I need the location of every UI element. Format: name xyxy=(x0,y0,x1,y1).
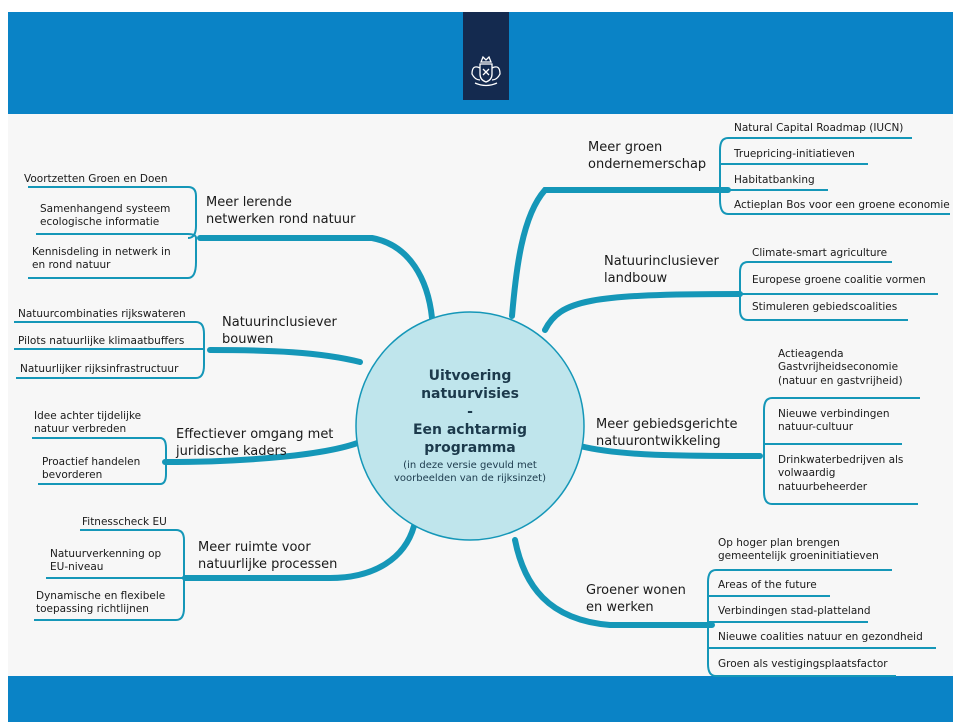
branch-line-5 xyxy=(509,187,731,319)
leaf-3-1: Idee achter tijdelijke natuur verbreden xyxy=(34,410,142,436)
leaf-8-2: Areas of the future xyxy=(718,579,817,591)
leaf-6-3: Stimuleren gebiedscoalities xyxy=(752,301,898,313)
branch-label-8: Groener wonen en werken xyxy=(586,583,686,615)
leaf-6-2: Europese groene coalitie vormen xyxy=(752,274,926,286)
leaf-4-2: Natuurverkenning op EU-niveau xyxy=(50,548,162,574)
branch-line-8 xyxy=(512,537,715,628)
branch-line-6 xyxy=(542,291,743,333)
branch-label-1: Meer lerende netwerken rond natuur xyxy=(206,195,356,227)
center-dash: - xyxy=(467,403,473,420)
leaf-2-1: Natuurcombinaties rijkswateren xyxy=(18,308,186,320)
leaf-8-3: Verbindingen stad-platteland xyxy=(718,605,871,617)
center-circle xyxy=(355,311,585,541)
center-subtitle: (in deze versie gevuld met voorbeelden v… xyxy=(394,460,546,485)
leaf-6-1: Climate-smart agriculture xyxy=(752,247,888,259)
leaf-1-2: Samenhangend systeem ecologische informa… xyxy=(40,203,171,229)
logo xyxy=(463,12,509,100)
branch-line-2 xyxy=(207,347,363,365)
leaf-2-3: Natuurlijker rijksinfrastructuur xyxy=(20,363,179,375)
leaf-1-1: Voortzetten Groen en Doen xyxy=(24,173,168,185)
branch-line-7 xyxy=(577,443,763,459)
branch-label-4: Meer ruimte voor natuurlijke processen xyxy=(198,540,338,572)
branch-label-3: Effectiever omgang met juridische kaders xyxy=(176,427,334,459)
leaf-8-4: Nieuwe coalities natuur en gezondheid xyxy=(718,631,923,643)
branch-line-1 xyxy=(197,235,435,321)
leaf-5-3: Habitatbanking xyxy=(734,174,815,186)
branch-line-3 xyxy=(162,437,368,465)
center-title-2: Een achtarmig programma xyxy=(412,422,528,457)
leaf-2-2: Pilots natuurlijke klimaatbuffers xyxy=(18,335,185,347)
leaf-3-2: Proactief handelen bevorderen xyxy=(42,456,141,482)
center-title-1: Uitvoering natuurvisies xyxy=(421,367,519,402)
leaf-7-3: Drinkwaterbedrijven als volwaardig natuu… xyxy=(778,454,904,493)
leaf-8-1: Op hoger plan brengen gemeentelijk groen… xyxy=(718,537,879,563)
leaf-8-5: Groen als vestigingsplaatsfactor xyxy=(718,658,888,670)
leaf-5-1: Natural Capital Roadmap (IUCN) xyxy=(734,122,904,134)
leaf-5-4: Actieplan Bos voor een groene economie xyxy=(734,199,950,211)
center-node: Uitvoering natuurvisies - Een achtarmig … xyxy=(356,312,584,540)
leaf-7-1: Actieagenda Gastvrijheidseconomie (natuu… xyxy=(778,348,903,387)
branch-label-5: Meer groen ondernemerschap xyxy=(588,140,707,172)
leaf-4-3: Dynamische en flexibele toepassing richt… xyxy=(36,590,166,616)
leaf-4-1: Fitnesscheck EU xyxy=(82,516,167,528)
branch-label-2: Natuurinclusiever bouwen xyxy=(222,315,337,347)
leaf-5-2: Truepricing-initiatieven xyxy=(734,148,855,160)
branch-line-4 xyxy=(182,523,417,581)
crest-icon xyxy=(471,55,501,87)
leaf-7-2: Nieuwe verbindingen natuur-cultuur xyxy=(778,408,890,434)
branch-label-6: Natuurinclusiever landbouw xyxy=(604,254,719,286)
footer-bar xyxy=(8,676,953,722)
leaf-1-3: Kennisdeling in netwerk in en rond natuu… xyxy=(32,246,171,272)
branch-label-7: Meer gebiedsgerichte natuurontwikkeling xyxy=(596,417,738,449)
